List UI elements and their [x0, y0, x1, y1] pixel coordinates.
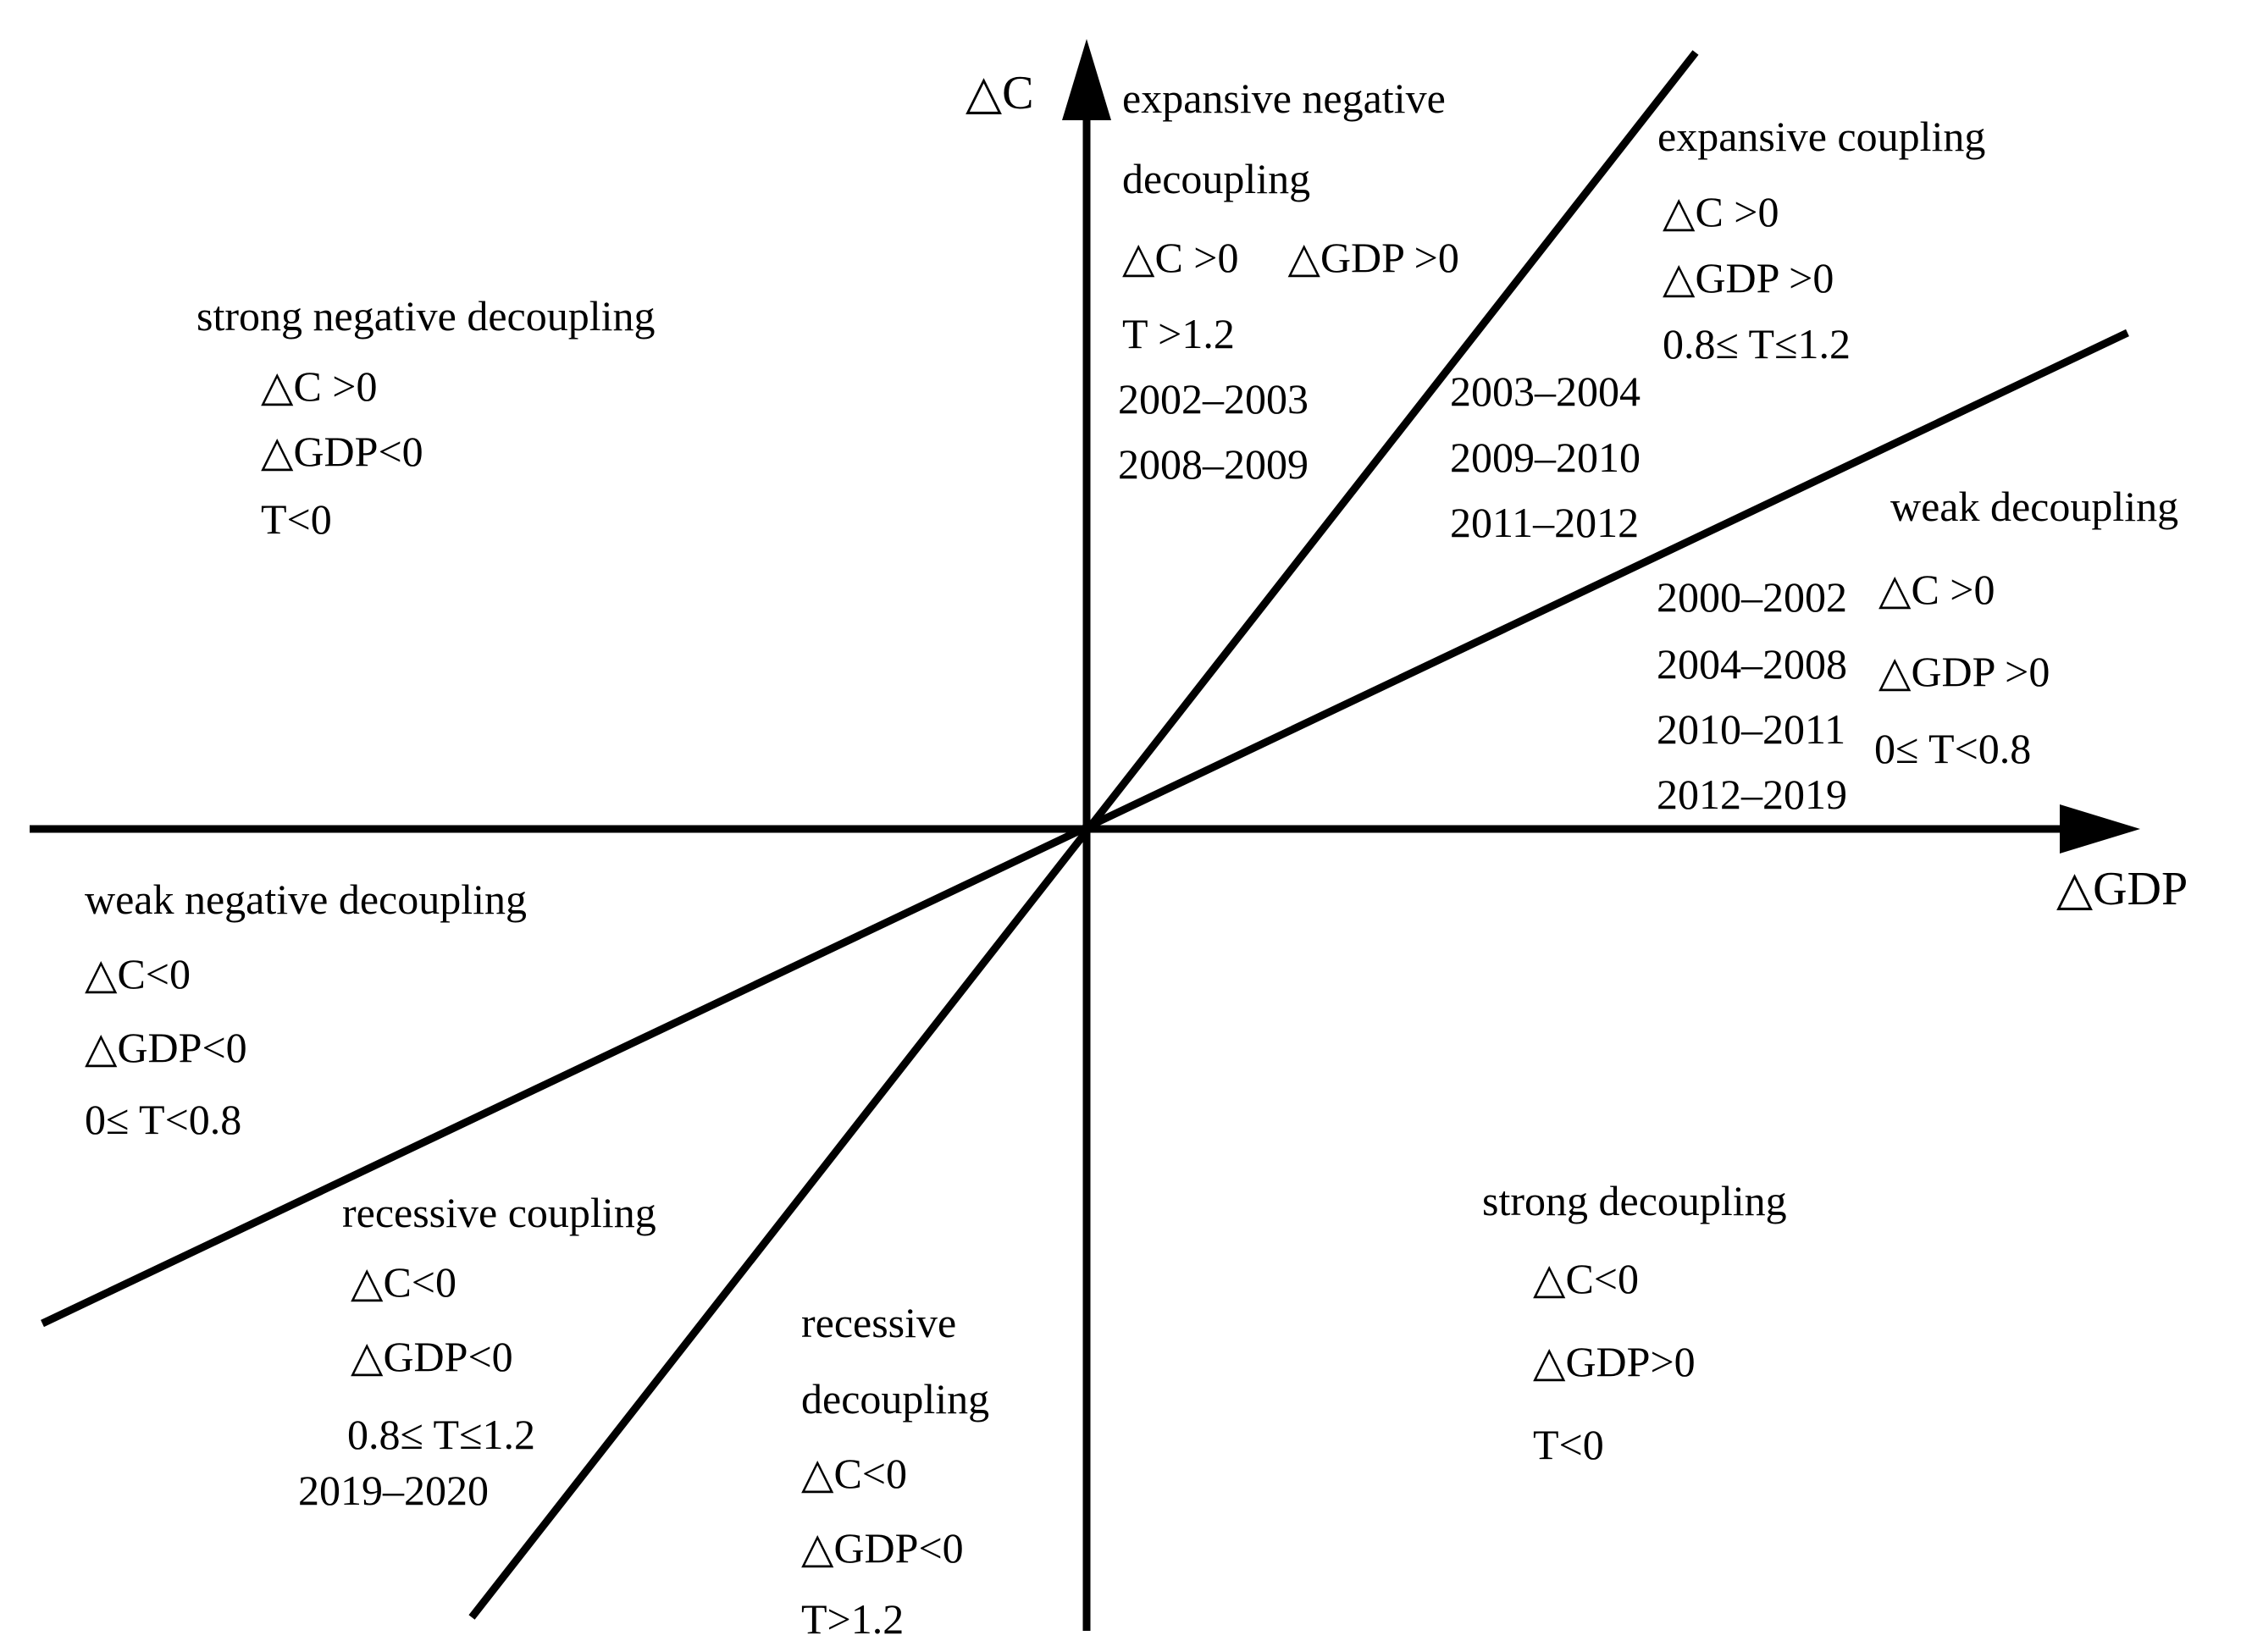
region-condition: △GDP<0 — [261, 428, 423, 475]
region-condition: 0≤ T<0.8 — [85, 1096, 242, 1143]
region-condition: 0.8≤ T≤1.2 — [347, 1411, 536, 1458]
boundary-line-steep — [468, 50, 1699, 1620]
region-conditions: △C >0 △GDP >0 — [1122, 234, 1459, 283]
region-title: expansive coupling — [1657, 113, 1986, 160]
region-condition: T >1.2 — [1122, 310, 1235, 357]
region-condition: △C >0 — [1663, 188, 1779, 235]
region-title: strong negative decoupling — [196, 292, 656, 340]
region-year: 2009–2010 — [1450, 434, 1641, 481]
region-title: weak negative decoupling — [85, 876, 528, 923]
region-title: weak decoupling — [1890, 483, 2179, 530]
region-condition: T>1.2 — [801, 1595, 905, 1643]
region-title: strong decoupling — [1482, 1177, 1787, 1224]
region-title: expansive negative — [1122, 75, 1446, 122]
region-condition: T<0 — [1533, 1421, 1604, 1468]
region-condition: △GDP >0 — [1879, 648, 2050, 695]
region-condition: △GDP >0 — [1287, 234, 1459, 281]
boundary-line-shallow — [41, 329, 2129, 1328]
region-year: 2010–2011 — [1657, 705, 1846, 753]
region-condition: △C<0 — [801, 1450, 907, 1497]
x-axis-label: △GDP — [2056, 863, 2188, 915]
region-condition: △GDP<0 — [351, 1333, 513, 1380]
region-title: decoupling — [801, 1375, 990, 1423]
region-year: 2004–2008 — [1657, 640, 1847, 688]
region-year: 2019–2020 — [298, 1467, 489, 1514]
region-year: 2008–2009 — [1118, 440, 1309, 488]
region-year: 2002–2003 — [1118, 375, 1309, 423]
region-title: recessive — [801, 1299, 957, 1346]
region-title: decoupling — [1122, 155, 1311, 202]
region-condition: △C >0 — [1879, 566, 1995, 613]
y-axis-arrowhead — [1062, 39, 1111, 120]
region-year: 2012–2019 — [1657, 771, 1847, 818]
region-condition: △C<0 — [351, 1258, 456, 1306]
region-condition: △C<0 — [1533, 1255, 1639, 1302]
region-condition: △GDP >0 — [1663, 254, 1834, 301]
region-condition: △C >0 — [261, 362, 378, 410]
region-condition: △GDP<0 — [801, 1524, 964, 1572]
region-year: 2011–2012 — [1450, 499, 1640, 546]
region-year: 2003–2004 — [1450, 367, 1641, 415]
region-condition: △GDP<0 — [85, 1024, 247, 1071]
region-condition: 0≤ T<0.8 — [1874, 725, 2032, 772]
region-condition: 0.8≤ T≤1.2 — [1663, 320, 1851, 367]
x-axis-arrowhead — [2060, 804, 2140, 854]
region-condition: T<0 — [261, 495, 332, 543]
y-axis-label: △C — [966, 67, 1034, 119]
region-year: 2000–2002 — [1657, 573, 1847, 621]
region-condition: △GDP>0 — [1533, 1338, 1696, 1385]
region-title: recessive coupling — [342, 1189, 656, 1236]
region-condition: △C >0 — [1122, 234, 1239, 281]
region-condition: △C<0 — [85, 950, 191, 997]
